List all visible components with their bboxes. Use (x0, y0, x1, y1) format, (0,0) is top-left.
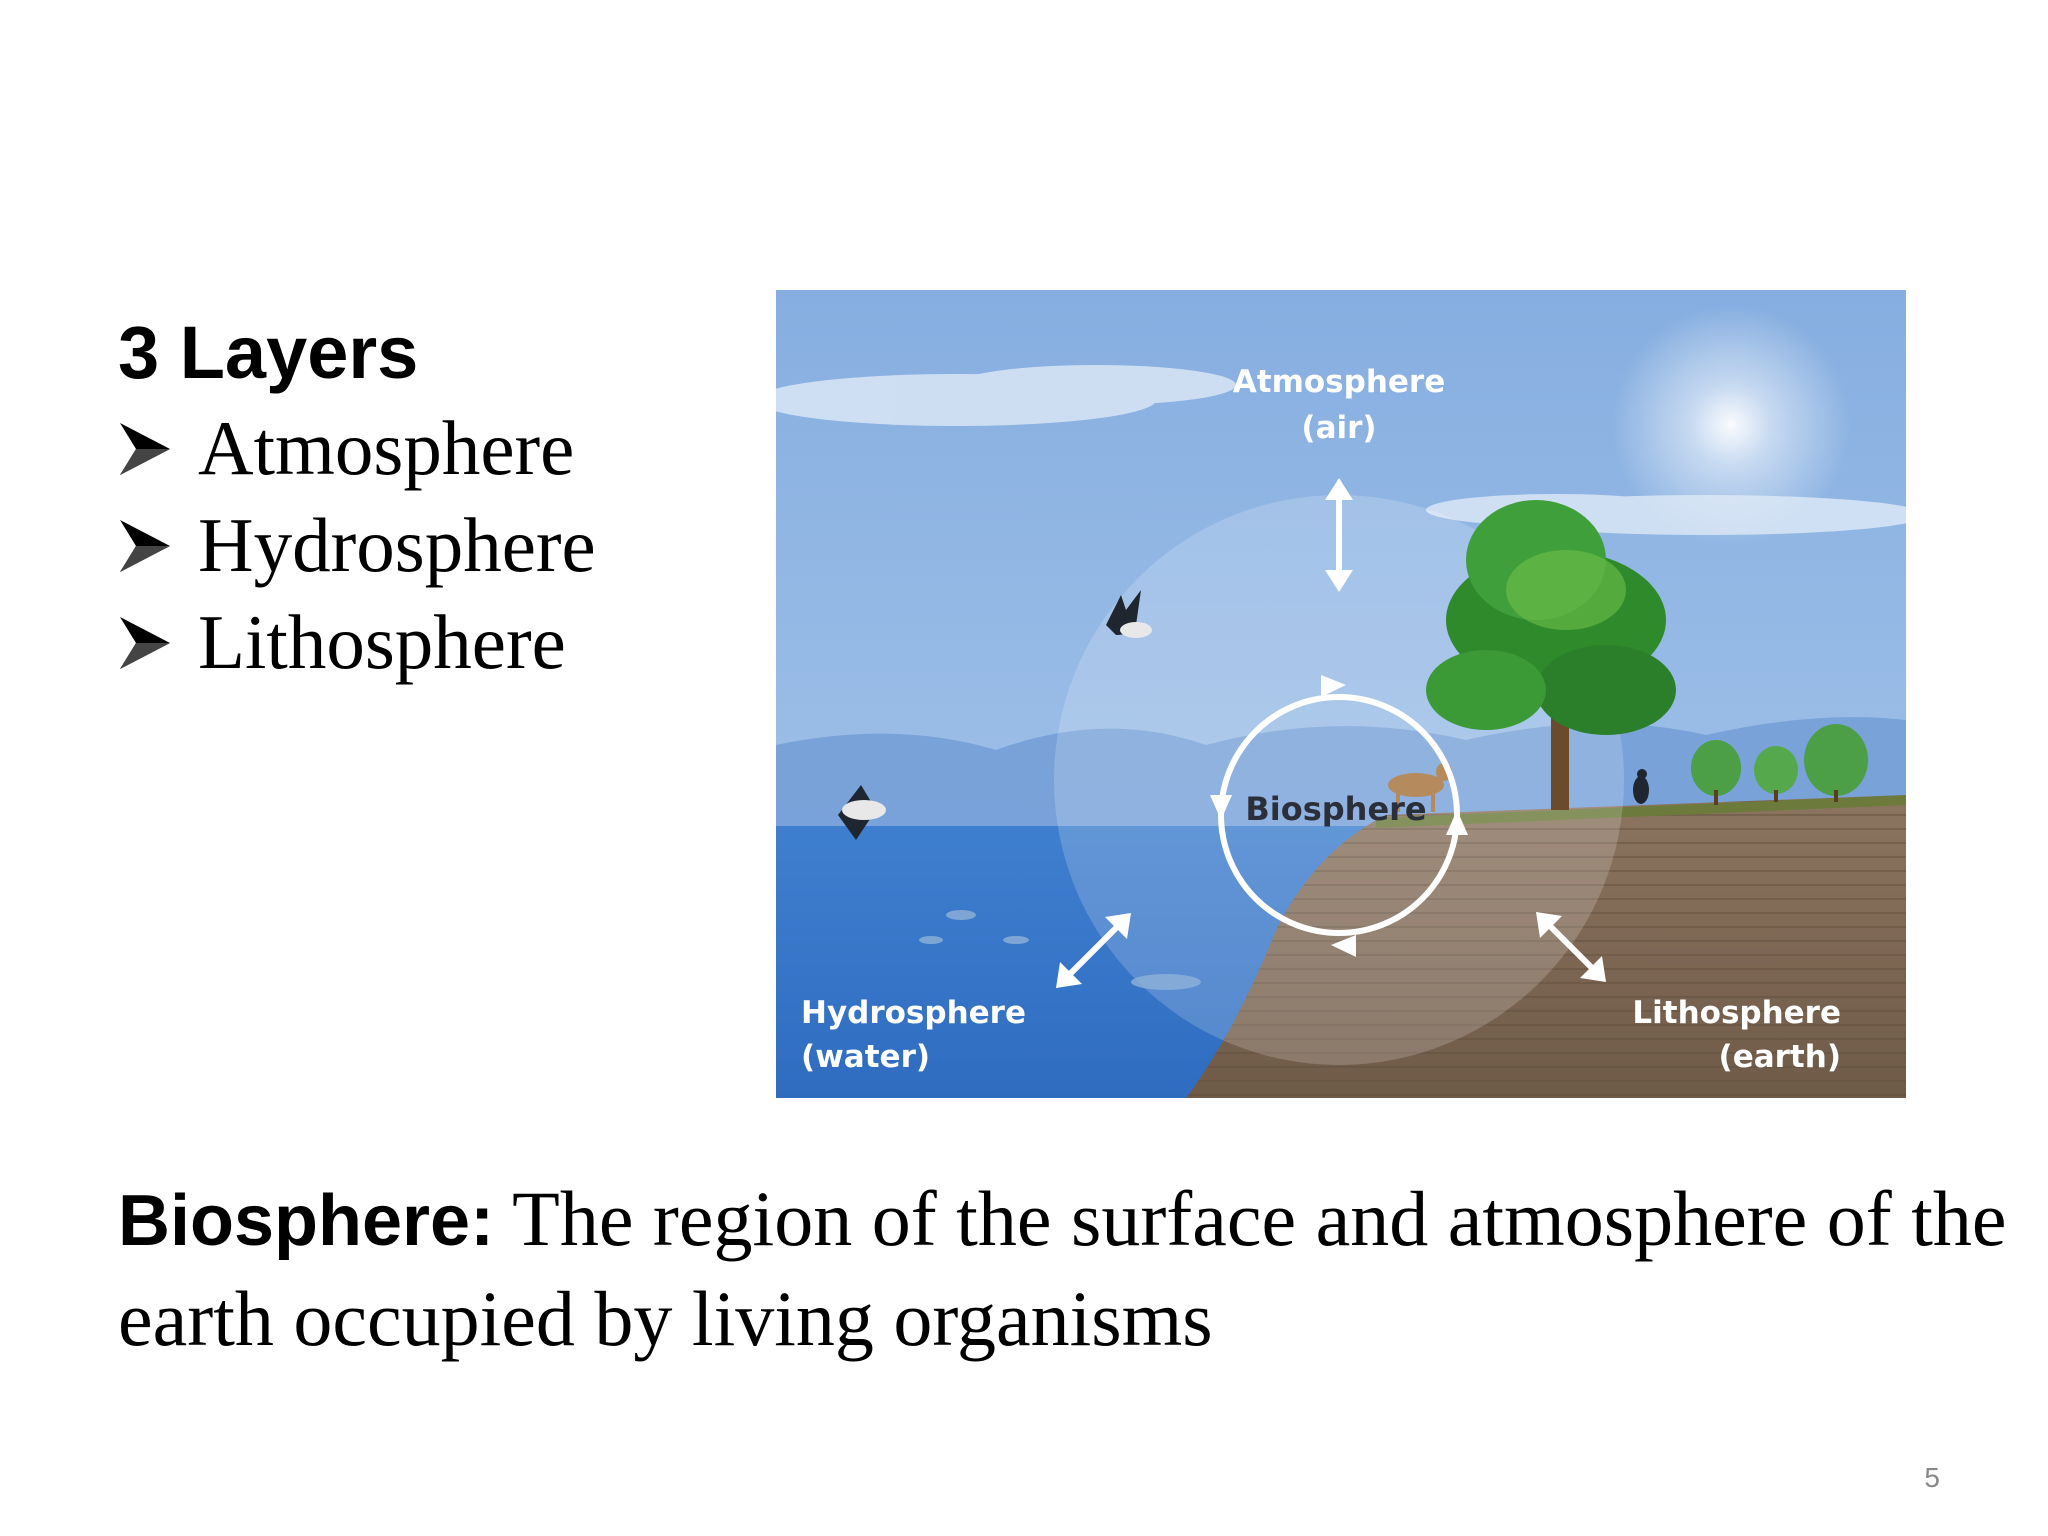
layer-label: Lithosphere (198, 599, 566, 685)
small-trees (1691, 724, 1868, 805)
arrow-bullet-icon (120, 519, 170, 572)
layer-label: Hydrosphere (198, 502, 596, 588)
definition-term: Biosphere: (118, 1181, 495, 1261)
layer-item-atmosphere: Atmosphere (118, 400, 596, 497)
layer-label: Atmosphere (198, 405, 575, 491)
hydrosphere-label: Hydrosphere (801, 995, 1026, 1031)
flying-bird (1106, 590, 1152, 638)
arrow-bullet-icon (120, 422, 170, 475)
lithosphere-sublabel: (earth) (1719, 1039, 1841, 1075)
lithosphere-label: Lithosphere (1632, 995, 1841, 1031)
land-strata (1186, 795, 1906, 1098)
grass-edge (1376, 795, 1906, 828)
hydrosphere-sublabel: (water) (801, 1039, 930, 1075)
swimming-bird (838, 785, 886, 840)
lithosphere-arrow (1536, 912, 1606, 982)
biosphere-diagram: Atmosphere (air) Biosphere Hydrosphere (… (776, 290, 1906, 1098)
page-number: 5 (1924, 1462, 1940, 1493)
hydrosphere-arrow (1056, 913, 1131, 988)
definition-text: The region of the surface and atmosphere… (118, 1175, 2007, 1362)
atmosphere-sublabel: (air) (1301, 410, 1376, 446)
standing-bird (1633, 769, 1649, 804)
distant-mountains (776, 717, 1906, 830)
tree (1426, 500, 1676, 810)
layer-list: Atmosphere Hydrosphere Lithosphere (118, 400, 596, 691)
fish (919, 910, 1201, 990)
biosphere-definition: Biosphere: The region of the surface and… (118, 1170, 2018, 1367)
arrow-bullet-icon (120, 616, 170, 669)
atmosphere-arrow (1325, 478, 1353, 592)
cycle-arrowheads (1210, 675, 1468, 957)
biosphere-label: Biosphere (1245, 790, 1426, 828)
sun-glow (1611, 305, 1851, 545)
layer-item-lithosphere: Lithosphere (118, 594, 596, 691)
atmosphere-label: Atmosphere (1233, 364, 1445, 400)
slide-heading: 3 Layers (118, 311, 419, 394)
layer-item-hydrosphere: Hydrosphere (118, 497, 596, 594)
